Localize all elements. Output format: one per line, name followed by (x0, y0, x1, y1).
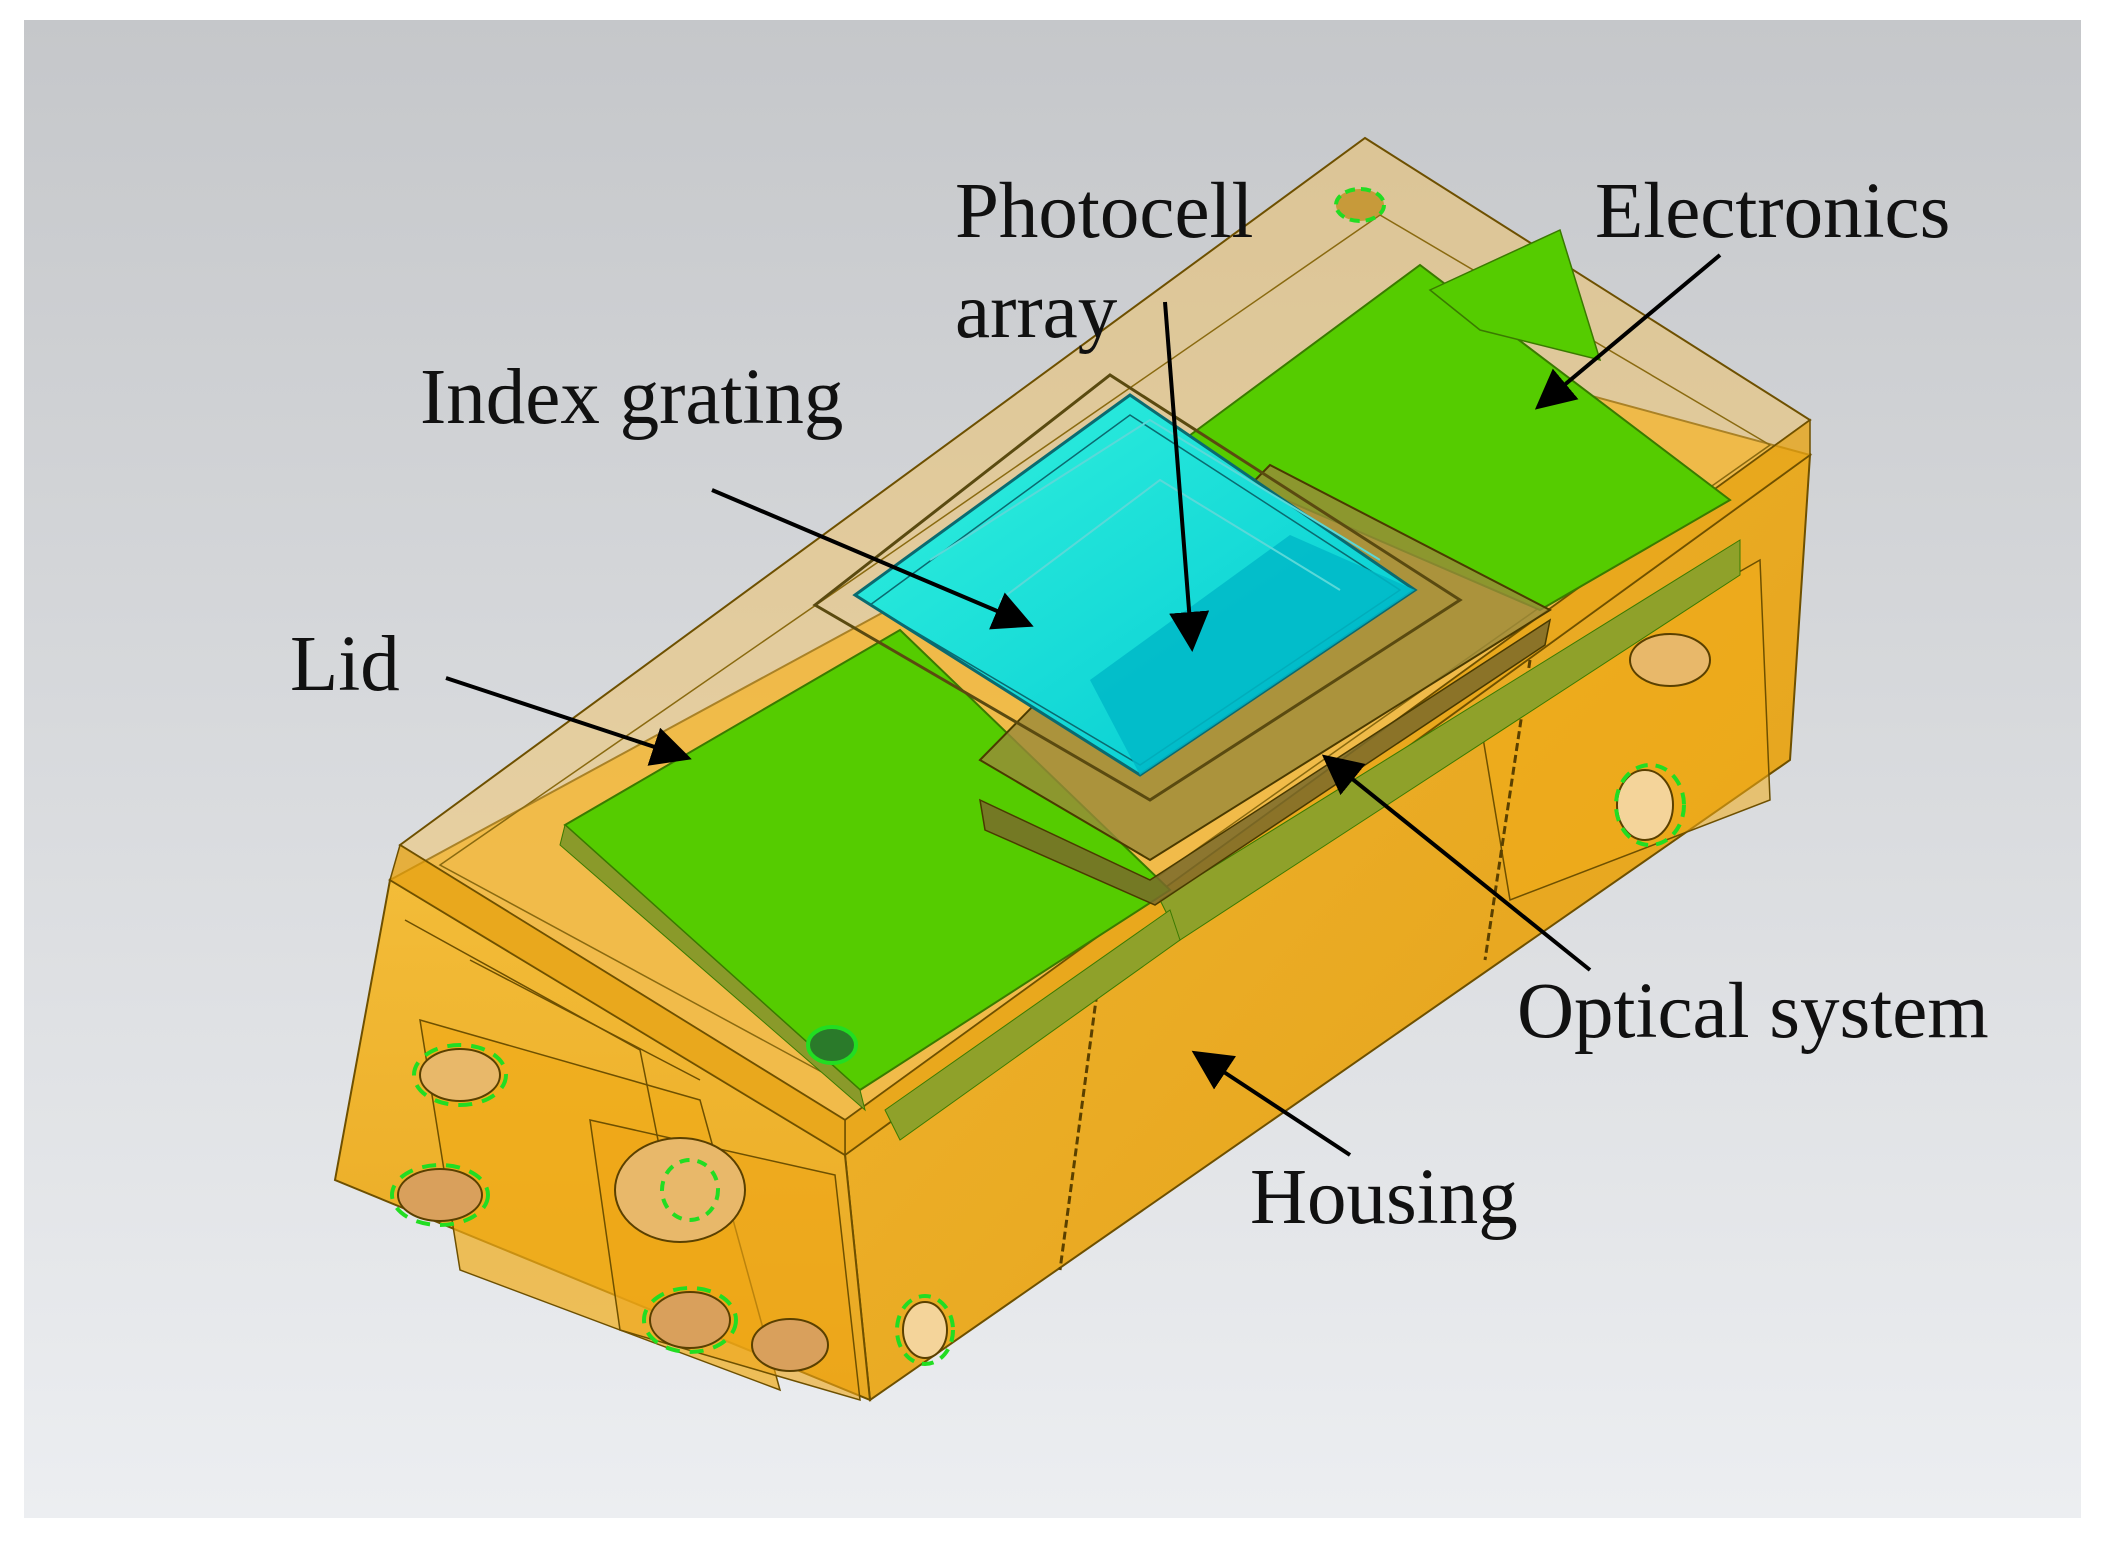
grating-line (929, 418, 1381, 561)
label-photocell-array: Photocell array (955, 162, 1285, 362)
arrow-housing (1191, 1050, 1352, 1157)
callout-arrows (445, 253, 1722, 1157)
label-electronics: Electronics (1595, 168, 1951, 255)
arrow-photocell (1163, 301, 1210, 652)
lid-front-edge (389, 843, 846, 1157)
label-lid: Lid (290, 621, 400, 708)
mounting-hole (649, 1291, 731, 1349)
arrow-index-grating (711, 488, 1034, 630)
label-photocell-line1: Photocell (955, 168, 1254, 255)
label-index-grating: Index grating (420, 354, 844, 441)
screw-hole (806, 1025, 858, 1065)
highlight-circle (895, 1294, 955, 1366)
pcb-front-edge (559, 824, 866, 1112)
mounting-hole (1616, 769, 1674, 841)
mounting-hole (614, 1137, 746, 1243)
highlight-circle (412, 1043, 508, 1107)
lid-inner-rim (438, 214, 1772, 1091)
mounting-hole (397, 1168, 483, 1222)
arrow-lid (445, 676, 692, 766)
interior-edge (404, 919, 661, 1151)
grating-assembly (852, 393, 1418, 777)
screw-hole (1334, 187, 1386, 223)
highlight-circle (1614, 763, 1686, 847)
label-optical-system: Optical system (1517, 968, 1989, 1055)
interior-edge (469, 959, 701, 1081)
pcb-boards (559, 228, 1741, 1141)
arrow-electronics (1534, 253, 1722, 410)
optical-frame-base (979, 618, 1552, 906)
label-housing: Housing (1250, 1154, 1518, 1241)
pcb-rear-tab (1428, 228, 1602, 362)
highlight-circle (390, 1163, 490, 1227)
mounting-hole (902, 1301, 948, 1359)
optical-frame-outline (812, 373, 1463, 802)
mounting-hole (419, 1048, 501, 1102)
arrow-optical-system (1321, 754, 1592, 972)
pcb-side-strip-2 (884, 909, 1181, 1141)
mounting-hole (751, 1318, 829, 1372)
photocell-array (1090, 535, 1415, 775)
label-photocell-line2: array (955, 268, 1118, 355)
mounting-hole (1629, 633, 1711, 687)
seam-line (1058, 969, 1102, 1271)
highlight-circle (642, 1286, 738, 1354)
highlight-circle (660, 1158, 720, 1222)
grating-line (999, 478, 1341, 601)
